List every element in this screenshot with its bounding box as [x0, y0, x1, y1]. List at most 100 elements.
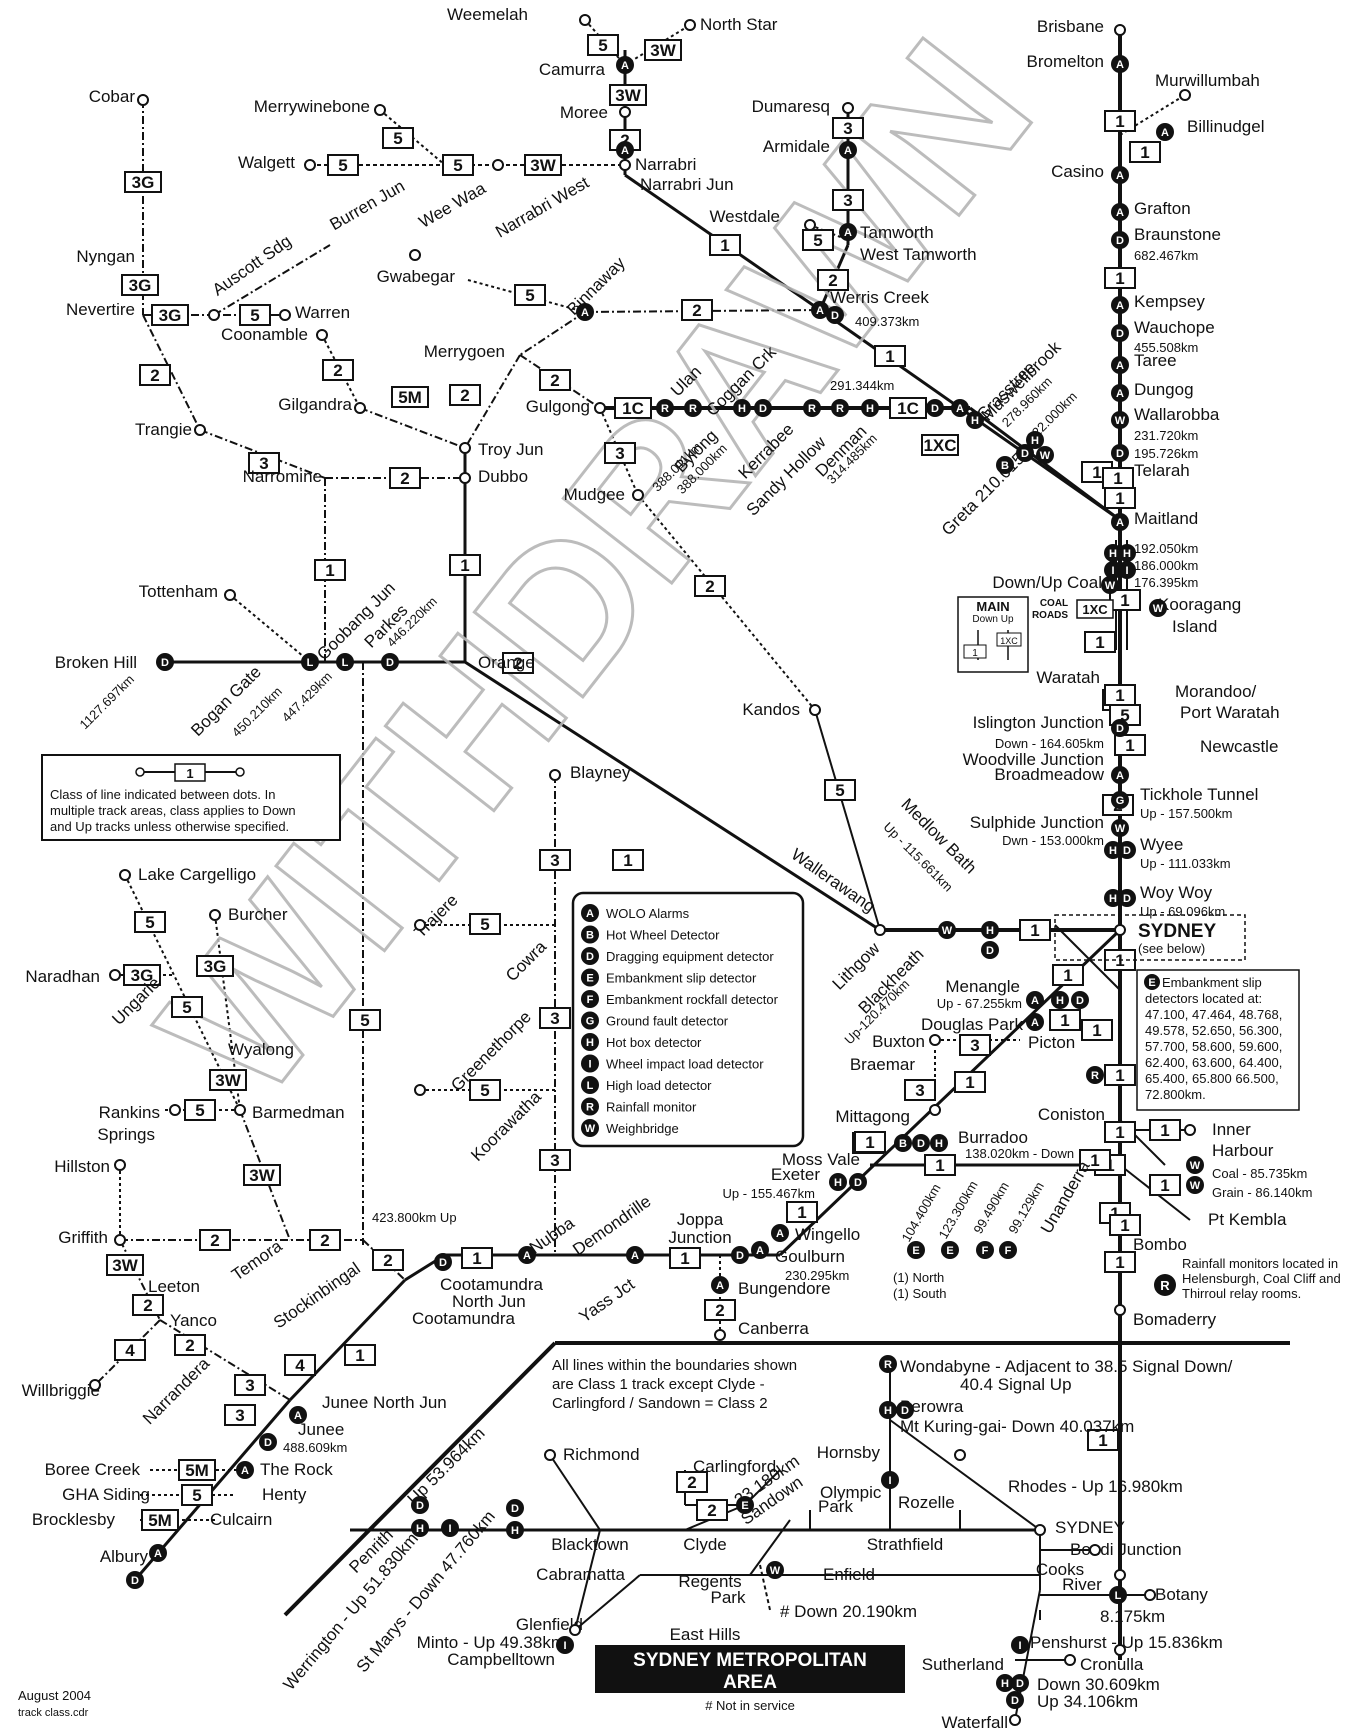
svg-text:H: H — [971, 415, 979, 427]
station-dot — [409, 249, 421, 261]
nevertire-station-label: Nevertire — [66, 300, 135, 319]
detector-d-icon: D — [126, 1571, 144, 1589]
regentspark2-station-label: Park — [711, 1588, 746, 1607]
merrygoen-station-label: Merrygoen — [424, 342, 505, 361]
station-dot — [684, 19, 696, 31]
svg-text:D: D — [854, 1177, 862, 1189]
svg-text:65.400, 65.800 66.500,: 65.400, 65.800 66.500, — [1145, 1071, 1279, 1086]
svg-text:I: I — [1018, 1640, 1021, 1652]
class-box-label: 3 — [550, 851, 559, 870]
class-box-label: 3G — [129, 276, 152, 295]
class-box: 5 — [134, 911, 166, 933]
class-box-label: 2 — [150, 366, 159, 385]
detector-w-icon: W — [1186, 1156, 1204, 1174]
class-box-label: 1 — [1120, 591, 1129, 610]
naradhan-station-label: Naradhan — [25, 967, 100, 986]
svg-text:Hot Wheel Detector: Hot Wheel Detector — [606, 928, 720, 943]
k423-km-label: 423.800km Up — [372, 1210, 457, 1225]
metro-area: All lines within the boundaries shown ar… — [552, 1357, 905, 1713]
waterfall-station-label: Waterfall — [942, 1713, 1008, 1732]
class-box-label: 3 — [245, 1376, 254, 1395]
detector-a-icon: A — [576, 303, 594, 321]
svg-text:D: D — [1116, 448, 1124, 460]
symbol-w-icon — [581, 1119, 599, 1137]
svg-text:D: D — [161, 657, 169, 669]
douglaspark-station-label: Douglas Park — [921, 1015, 1024, 1034]
class-box: 3 — [832, 117, 864, 139]
werriscreek-station-label: Werris Creek — [830, 288, 929, 307]
class-box: 3 — [604, 442, 636, 464]
svg-text:1: 1 — [972, 648, 978, 659]
kempsey-station-label: Kempsey — [1134, 292, 1205, 311]
class-box: 2 — [502, 652, 534, 674]
legend-class-example: 1 — [186, 766, 193, 781]
buxton-station-label: Buxton — [872, 1032, 925, 1051]
class-box-label: 1 — [965, 1073, 974, 1092]
grain_km-km-label: Grain - 86.140km — [1212, 1185, 1312, 1200]
svg-text:H: H — [1109, 845, 1117, 857]
detector-b-icon: B — [996, 456, 1014, 474]
carlingford-station-label: Carlingford — [693, 1457, 776, 1476]
class-box-label: 1 — [472, 1249, 481, 1268]
class-legend: 1 Class of line indicated between dots. … — [41, 754, 341, 841]
k186-km-label: 186.000km — [1134, 558, 1198, 573]
detector-a-icon: A — [1111, 55, 1129, 73]
menangle-station-label: Menangle — [945, 977, 1020, 996]
station-dot — [316, 329, 328, 341]
detector-i-icon: I — [1118, 561, 1136, 579]
culcairn-station-label: Culcairn — [210, 1510, 272, 1529]
detector-a-icon: A — [1111, 766, 1129, 784]
hillston-station-label: Hillston — [54, 1157, 110, 1176]
detector-a-icon: A — [839, 141, 857, 159]
svg-text:49.578, 52.650, 56.300,: 49.578, 52.650, 56.300, — [1145, 1023, 1282, 1038]
class-box-label: 5 — [813, 231, 822, 250]
svg-text:W: W — [942, 925, 953, 937]
svg-text:Embankment slip: Embankment slip — [1162, 975, 1262, 990]
class-box: 1C — [614, 397, 652, 419]
bomaderry-station-label: Bomaderry — [1133, 1310, 1217, 1329]
cobar-station-label: Cobar — [89, 87, 136, 106]
class-box: 2 — [681, 299, 713, 321]
class-box: 2 — [199, 1229, 231, 1251]
class-box-label: 5 — [1120, 706, 1129, 725]
svg-text:I: I — [1111, 565, 1114, 577]
detector-d-icon: D — [1016, 444, 1034, 462]
detector-h-icon: H — [829, 1173, 847, 1191]
tick_km-km-label: Up - 157.500km — [1140, 806, 1233, 821]
detector-h-icon: H — [996, 1674, 1014, 1692]
detector-a-icon: A — [1026, 1013, 1044, 1031]
svg-text:A: A — [1031, 995, 1039, 1007]
svg-text:47.100, 47.464, 48.768,: 47.100, 47.464, 48.768, — [1145, 1007, 1282, 1022]
svg-text:H: H — [738, 403, 746, 415]
regentspark-station-label: Regents — [678, 1572, 741, 1591]
class-box-label: 1 — [1098, 1431, 1107, 1450]
morandoo-station-label: Morandoo/ — [1175, 682, 1257, 701]
dungog-station-label: Dungog — [1134, 380, 1194, 399]
station-dot — [632, 489, 644, 501]
coonamble-station-label: Coonamble — [221, 325, 308, 344]
wyalong-station-label: Wyalong — [228, 1040, 294, 1059]
metro-title-2: AREA — [723, 1672, 777, 1693]
detector-d-icon: D — [434, 1253, 452, 1271]
svg-text:D: D — [901, 1405, 909, 1417]
detector-d-icon: D — [1111, 324, 1129, 342]
class-box: 1 — [1104, 1251, 1136, 1273]
class-box: 1 — [1109, 1214, 1141, 1236]
class-box-label: 3 — [615, 444, 624, 463]
class-box: 1 — [874, 345, 906, 367]
grafton-station-label: Grafton — [1134, 199, 1191, 218]
class-box: 1 — [924, 1154, 956, 1176]
gn_south-km-label: (1) South — [893, 1286, 946, 1301]
detector-h-icon: H — [1104, 544, 1122, 562]
svg-text:H: H — [416, 1523, 424, 1535]
sydney-label: SYDNEY — [1138, 921, 1216, 942]
class-box-label: 2 — [460, 386, 469, 405]
svg-text:D: D — [1076, 995, 1084, 1007]
joppa-station-label: Joppa — [677, 1210, 724, 1229]
station-dot — [874, 924, 886, 936]
station-dot — [714, 1329, 726, 1341]
detector-h-icon: H — [1118, 544, 1136, 562]
